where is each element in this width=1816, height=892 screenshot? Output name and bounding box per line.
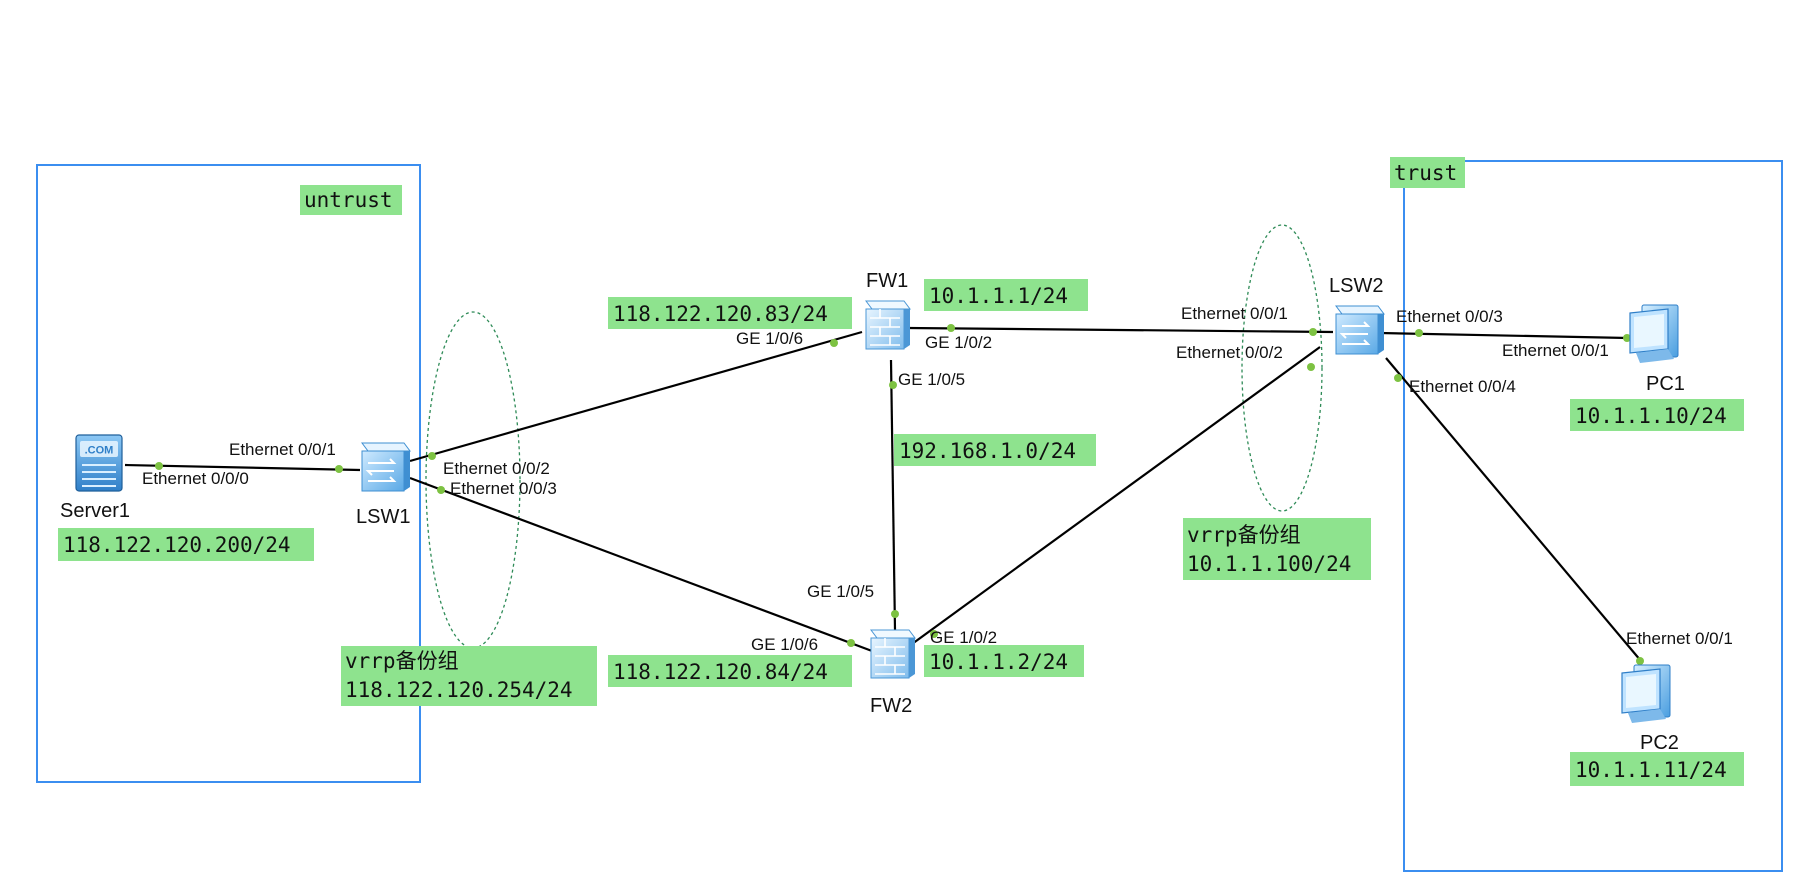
ip-label-fw1-untrust: 118.122.120.83/24 [608, 297, 852, 329]
svg-text:10.1.1.1/24: 10.1.1.1/24 [929, 284, 1068, 308]
link-lsw2-pc2 [1385, 357, 1642, 662]
port-label-fw2-ge106: GE 1/0/6 [751, 635, 818, 654]
svg-text:trust: trust [1394, 161, 1457, 185]
firewall-icon[interactable] [870, 629, 916, 679]
port-dot-lsw1-e001 [335, 465, 343, 473]
svg-text:118.122.120.200/24: 118.122.120.200/24 [63, 533, 291, 557]
port-label-pc2-e001: Ethernet 0/0/1 [1626, 629, 1733, 648]
port-dot-fw2-ge106 [847, 639, 855, 647]
port-dot-fw1-ge102 [947, 324, 955, 332]
port-label-lsw1-e001: Ethernet 0/0/1 [229, 440, 336, 459]
pc-icon[interactable] [1629, 304, 1679, 363]
vrrp-label-trust: vrrp备份组 10.1.1.100/24 [1183, 518, 1371, 580]
port-dot-lsw2-e003 [1415, 329, 1423, 337]
ip-label-pc2: 10.1.1.11/24 [1570, 752, 1744, 786]
device-name-server1: Server1 [60, 500, 130, 522]
port-dot-lsw1-e003 [437, 486, 445, 494]
port-label-fw1-ge102: GE 1/0/2 [925, 333, 992, 352]
svg-text:10.1.1.2/24: 10.1.1.2/24 [929, 650, 1068, 674]
device-name-fw1: FW1 [866, 270, 908, 292]
port-label-fw1-ge105: GE 1/0/5 [898, 370, 965, 389]
pc-icon[interactable] [1621, 664, 1671, 723]
switch-icon[interactable] [1335, 305, 1385, 355]
port-label-lsw1-e002: Ethernet 0/0/2 [443, 459, 550, 478]
port-label-fw2-ge102: GE 1/0/2 [930, 628, 997, 647]
port-label-fw1-ge106: GE 1/0/6 [736, 329, 803, 348]
switch-icon[interactable] [361, 442, 411, 492]
device-name-lsw2: LSW2 [1329, 275, 1383, 297]
zone-label-untrust: untrust [300, 185, 402, 215]
ip-label-heartbeat: 192.168.1.0/24 [894, 434, 1096, 466]
svg-text:vrrp备份组: vrrp备份组 [345, 649, 459, 673]
port-dot-lsw2-e004 [1394, 374, 1402, 382]
link-fw1-lsw2 [907, 326, 1334, 334]
svg-text:10.1.1.100/24: 10.1.1.100/24 [1187, 552, 1351, 576]
ip-label-pc1: 10.1.1.10/24 [1570, 399, 1744, 431]
link-lsw1-fw1 [409, 330, 863, 463]
svg-text:vrrp备份组: vrrp备份组 [1187, 523, 1301, 547]
port-label-lsw2-e003: Ethernet 0/0/3 [1396, 307, 1503, 326]
svg-text:10.1.1.11/24: 10.1.1.11/24 [1575, 758, 1727, 782]
trust-zone-box [1403, 160, 1783, 872]
device-name-fw2: FW2 [870, 695, 912, 717]
port-label-lsw1-e003: Ethernet 0/0/3 [450, 479, 557, 498]
link-fw1-fw2-heartbeat [889, 359, 897, 631]
port-label-server1-e000: Ethernet 0/0/0 [142, 469, 249, 488]
ip-label-server1: 118.122.120.200/24 [58, 528, 314, 561]
port-dot-fw2-ge102 [930, 630, 938, 638]
port-label-fw2-ge105: GE 1/0/5 [807, 582, 874, 601]
port-label-lsw2-e004: Ethernet 0/0/4 [1409, 377, 1516, 396]
svg-text:118.122.120.84/24: 118.122.120.84/24 [613, 660, 828, 684]
ip-label-fw1-trust: 10.1.1.1/24 [924, 279, 1088, 311]
port-label-lsw2-e002: Ethernet 0/0/2 [1176, 343, 1283, 362]
port-dot-lsw2-e002 [1307, 363, 1315, 371]
zone-label-trust: trust [1390, 157, 1465, 188]
svg-text:untrust: untrust [304, 188, 393, 212]
port-dot-fw1-ge106 [830, 339, 838, 347]
port-dot-pc2-e001 [1636, 657, 1644, 665]
vrrp-label-untrust: vrrp备份组 118.122.120.254/24 [341, 646, 597, 706]
port-dot-pc1-e001 [1623, 334, 1631, 342]
ip-label-fw2-untrust: 118.122.120.84/24 [608, 655, 852, 687]
port-dot-server1-e000 [155, 462, 163, 470]
port-dot-fw2-ge105 [891, 610, 899, 618]
svg-text:118.122.120.254/24: 118.122.120.254/24 [345, 678, 573, 702]
device-name-lsw1: LSW1 [356, 506, 410, 528]
untrust-zone-box [36, 164, 421, 783]
svg-text:10.1.1.10/24: 10.1.1.10/24 [1575, 404, 1727, 428]
port-dots [155, 324, 1644, 665]
port-dot-fw1-ge105 [889, 381, 897, 389]
link-server1-lsw1 [124, 463, 361, 472]
port-label-pc1-e001: Ethernet 0/0/1 [1502, 341, 1609, 360]
link-fw2-lsw2 [911, 346, 1321, 645]
svg-text:.COM: .COM [85, 445, 114, 457]
vrrp-ring-trust [1241, 224, 1323, 512]
svg-text:192.168.1.0/24: 192.168.1.0/24 [899, 439, 1076, 463]
port-dot-lsw2-e001 [1309, 328, 1317, 336]
port-label-lsw2-e001: Ethernet 0/0/1 [1181, 304, 1288, 323]
server-icon[interactable]: .COM [75, 434, 123, 492]
link-lsw1-fw2 [409, 476, 873, 653]
ip-label-fw2-trust: 10.1.1.2/24 [924, 645, 1084, 677]
device-name-pc2: PC2 [1640, 732, 1679, 754]
device-name-pc1: PC1 [1646, 373, 1685, 395]
port-dot-lsw1-e002 [428, 452, 436, 460]
firewall-icon[interactable] [865, 300, 911, 350]
svg-text:118.122.120.83/24: 118.122.120.83/24 [613, 302, 828, 326]
